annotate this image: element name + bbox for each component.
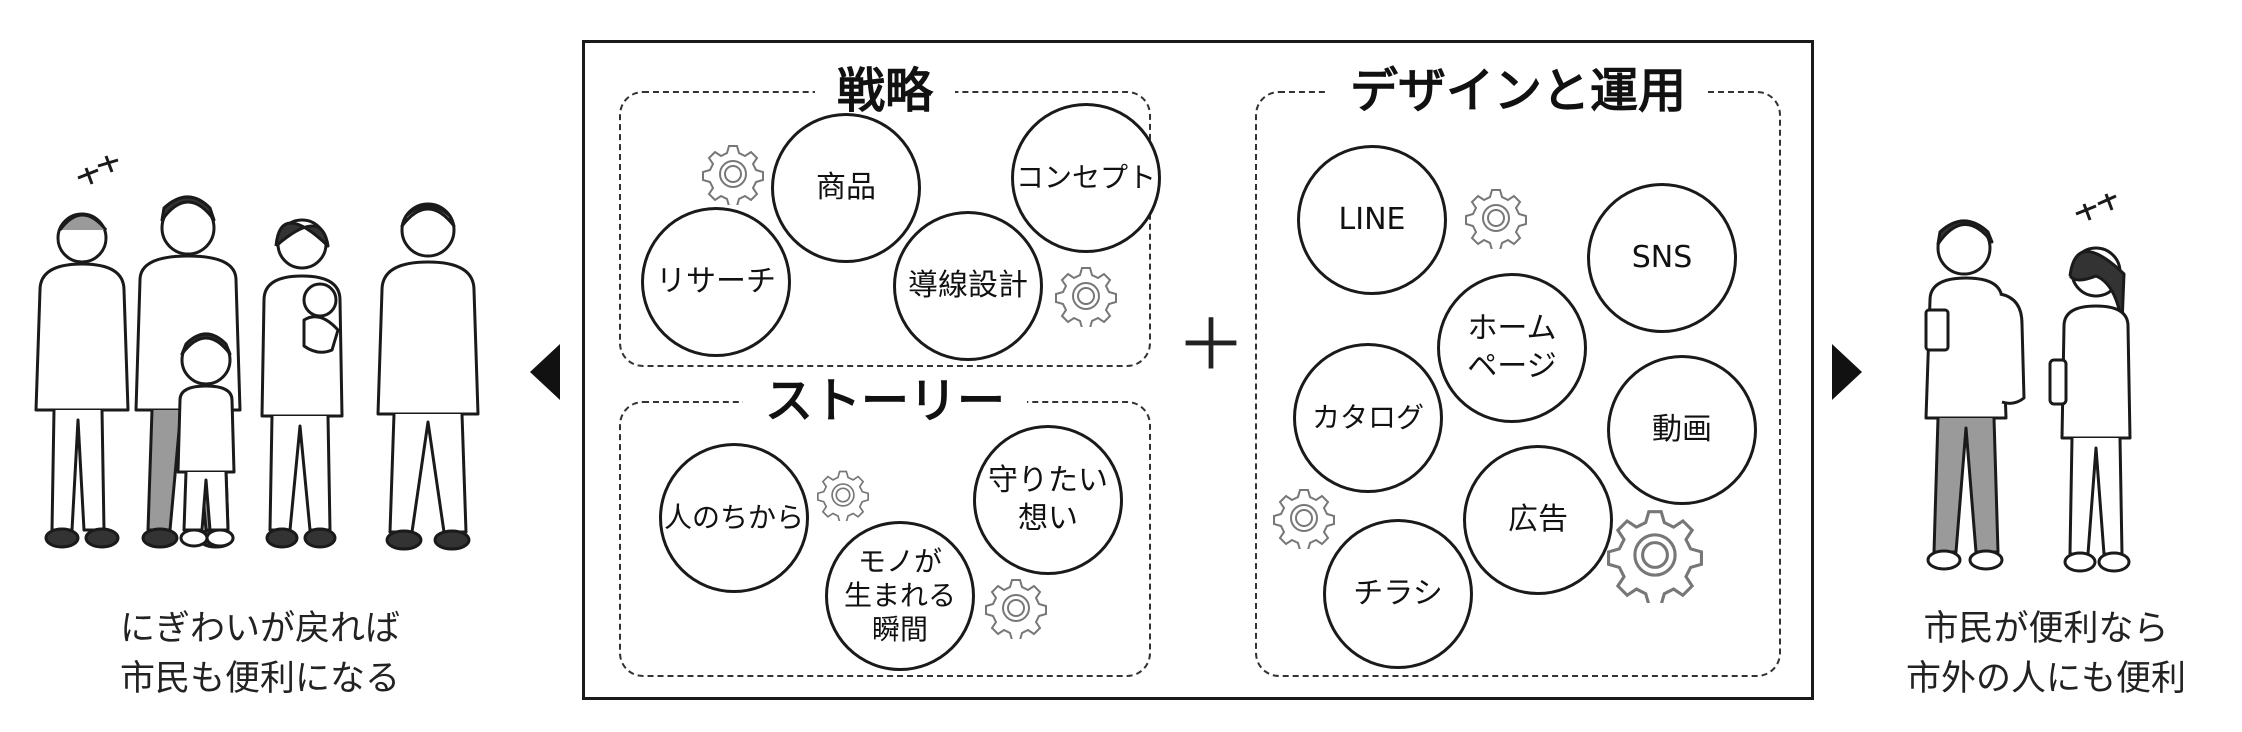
bubble-flyer: チラシ (1323, 519, 1473, 669)
group-design-title: デザインと運用 (1327, 63, 1708, 119)
plus-sign: ＋ (1176, 304, 1246, 386)
group-strategy-title: 戦略 (814, 63, 955, 119)
gear-icon (1607, 510, 1703, 603)
bubble-line: LINE (1297, 145, 1447, 295)
main-frame: 戦略 商品 コンセプト リサーチ 導線設計 ストーリー 人のちから 守りたい 想… (582, 40, 1814, 700)
gear-icon (985, 579, 1047, 639)
bubble-catalog: カタログ (1293, 343, 1443, 493)
left-caption-line1: にぎわいが戻れば (119, 609, 400, 649)
group-story: ストーリー 人のちから 守りたい 想い モノが 生まれる 瞬間 (619, 373, 1151, 677)
gear-icon (1465, 189, 1527, 249)
family-illustration (34, 155, 480, 551)
group-strategy: 戦略 商品 コンセプト リサーチ 導線設計 (619, 63, 1161, 367)
gear-icon (702, 145, 764, 205)
bubble-advertisement: 広告 (1463, 445, 1613, 595)
bubble-video: 動画 (1607, 355, 1757, 505)
triangle-right-icon (1832, 344, 1862, 400)
right-caption: 市民が便利なら 市外の人にも便利 (1876, 604, 2216, 704)
triangle-left-icon (530, 344, 560, 400)
bubble-product: 商品 (771, 113, 921, 263)
bubble-sns: SNS (1587, 183, 1737, 333)
left-caption: にぎわいが戻れば 市民も便利になる (60, 604, 460, 704)
bubble-concept: コンセプト (1011, 103, 1161, 253)
bubble-people-power: 人のちから (659, 443, 809, 593)
visitors-illustration (1924, 193, 2132, 573)
gear-icon (817, 470, 869, 521)
bubble-feelings-to-protect: 守りたい 想い (973, 425, 1123, 575)
right-caption-line2: 市外の人にも便利 (1905, 659, 2186, 699)
group-story-title: ストーリー (742, 373, 1027, 429)
bubble-route-design: 導線設計 (893, 211, 1043, 361)
bubble-research: リサーチ (641, 207, 791, 357)
gear-icon (1273, 489, 1335, 549)
group-design: デザインと運用 LINE SNS ホーム ページ カタログ 動画 広告 チラシ (1255, 63, 1781, 677)
bubble-moment-things-born: モノが 生まれる 瞬間 (825, 521, 975, 671)
right-caption-line1: 市民が便利なら (1923, 609, 2169, 649)
gear-icon (1055, 267, 1117, 327)
bubble-homepage: ホーム ページ (1437, 273, 1587, 423)
left-caption-line2: 市民も便利になる (119, 659, 400, 699)
